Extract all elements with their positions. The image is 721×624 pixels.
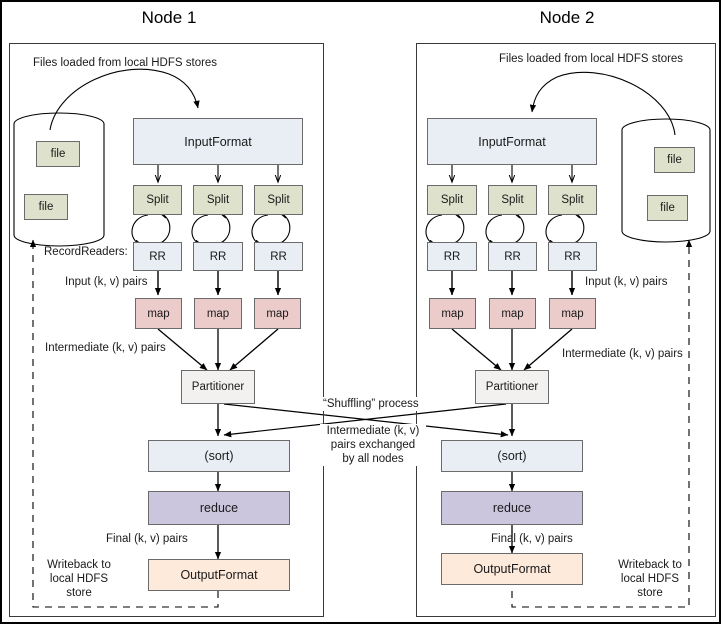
node2-rr-3[interactable]: RR [548,242,597,271]
node1-title: Node 1 [141,8,197,27]
node1-writeback-line3: store [66,587,92,599]
node2-final-pairs-label: Final (k, v) pairs [491,533,573,545]
node2-partitioner[interactable]: Partitioner [475,370,549,404]
node2-writeback-line2: local HDFS [620,573,680,585]
node2-rr-1[interactable]: RR [427,242,477,271]
node2-split-3[interactable]: Split [548,185,597,215]
node2-file-1: file [654,147,695,173]
node2-writeback-line3: store [637,587,663,599]
node1-file-1: file [36,141,80,167]
node1-split-3[interactable]: Split [254,185,303,215]
node2-sort[interactable]: (sort) [441,440,583,472]
node1-map-1[interactable]: map [135,298,182,329]
node1-sort[interactable]: (sort) [148,440,290,472]
node2-map-2[interactable]: map [489,298,536,329]
node2-inputformat[interactable]: InputFormat [427,118,597,165]
node1-split-1[interactable]: Split [133,185,182,215]
node1-rr-1[interactable]: RR [133,242,182,271]
node2-rr-2[interactable]: RR [488,242,537,271]
node2-split-2[interactable]: Split [488,185,537,215]
node1-input-pairs-label: Input (k, v) pairs [65,276,148,288]
node2-reduce[interactable]: reduce [441,491,583,525]
node2-file-2: file [647,195,688,221]
shuffle-desc-line3: by all nodes [342,453,404,465]
node1-file-2: file [24,194,68,220]
node1-rr-3[interactable]: RR [254,242,303,271]
node1-rr-2[interactable]: RR [193,242,243,271]
node2-writeback-label: Writeback to local HDFS store [611,558,689,600]
shuffle-desc-line1: Intermediate (k, v) [326,425,420,437]
node1-final-pairs-label: Final (k, v) pairs [106,533,188,545]
node1-panel [9,43,324,617]
node1-split-2[interactable]: Split [193,185,243,215]
node1-map-2[interactable]: map [194,298,242,329]
shuffle-title: “Shuffling” process [321,397,421,411]
node1-intermediate-pairs-label: Intermediate (k, v) pairs [45,342,166,354]
node2-map-1[interactable]: map [429,298,476,329]
shuffle-desc-line2: pairs exchanged [330,439,416,451]
shuffle-description: Intermediate (k, v) pairs exchanged by a… [320,424,426,466]
node1-map-3[interactable]: map [254,298,301,329]
node1-recordreaders-label: RecordReaders: [44,246,128,258]
node1-outputformat[interactable]: OutputFormat [148,559,290,591]
node2-split-1[interactable]: Split [427,185,477,215]
node2-intermediate-pairs-label: Intermediate (k, v) pairs [562,348,683,360]
node1-inputformat[interactable]: InputFormat [133,118,303,165]
node1-partitioner[interactable]: Partitioner [181,370,255,404]
node2-title: Node 2 [539,8,595,27]
node2-panel [416,43,716,617]
node2-hdfs-caption: Files loaded from local HDFS stores [499,53,684,65]
node1-writeback-label: Writeback to local HDFS store [40,558,118,600]
node2-outputformat[interactable]: OutputFormat [441,553,583,585]
node2-map-3[interactable]: map [549,298,596,329]
node1-writeback-line1: Writeback to [47,559,111,571]
node1-writeback-line2: local HDFS [49,573,109,585]
node1-reduce[interactable]: reduce [148,491,290,525]
node2-input-pairs-label: Input (k, v) pairs [585,276,668,288]
node1-hdfs-caption: Files loaded from local HDFS stores [33,57,218,69]
node2-writeback-line1: Writeback to [618,559,682,571]
